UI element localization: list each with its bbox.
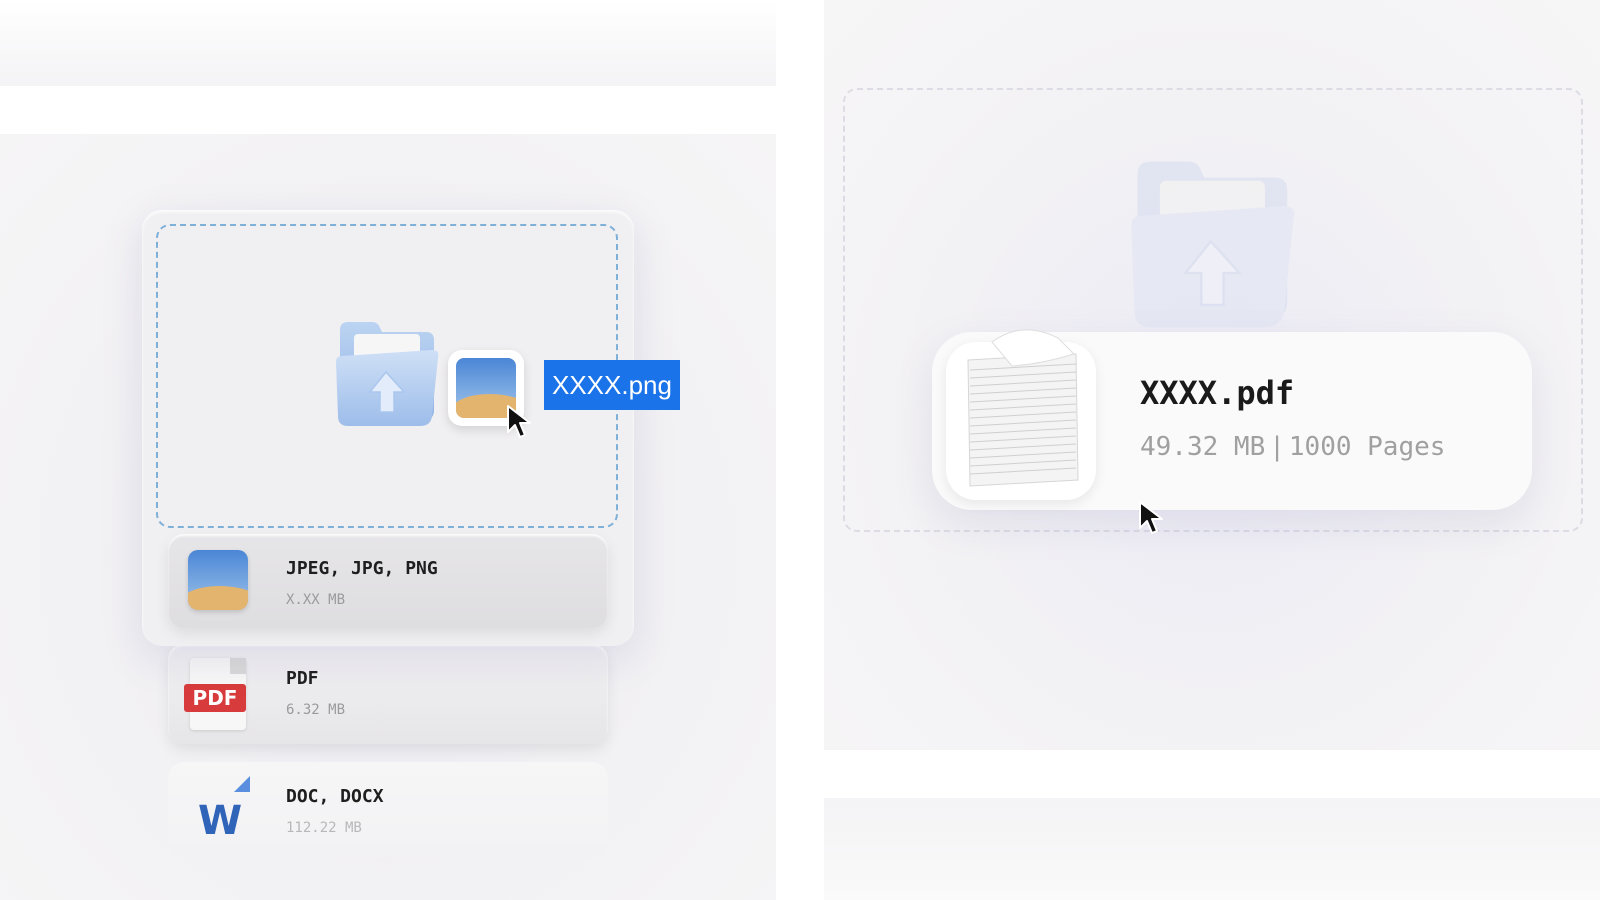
file-size: 6.32 MB [286,702,346,718]
upload-folder-icon [1131,161,1295,328]
page-count: 1000 Pages [1288,432,1446,462]
dragged-filename-label: XXXX.png [544,360,680,410]
bottom-right-panel [824,798,1600,900]
file-type-row-pdf[interactable]: PDF PDF 6.32 MB [168,644,608,744]
paper-stack-icon [967,329,1079,487]
dropzone-ghost [843,88,1583,532]
mouse-cursor-icon [507,405,531,438]
file-size: X.XX MB [286,592,346,608]
file-type-label: PDF [286,668,319,689]
file-type-row-image[interactable]: JPEG, JPG, PNG X.XX MB [168,534,608,628]
file-meta: 49.32 MB|1000 Pages [1140,432,1445,462]
uploaded-file-card[interactable]: XXXX.pdf 49.32 MB|1000 Pages [932,329,1532,510]
file-name: XXXX.pdf [1140,374,1295,412]
meta-separator: | [1269,432,1285,462]
word-icon: W [194,776,254,846]
dragged-image-thumbnail[interactable] [448,350,524,426]
file-size: 49.32 MB [1140,432,1266,462]
pdf-badge: PDF [184,684,246,712]
file-type-row-doc[interactable]: W DOC, DOCX 112.22 MB [168,762,608,858]
upload-panel: PDF PDF 6.32 MB W DOC, DOCX 112.22 MB JP… [0,134,776,900]
mouse-cursor-icon [1139,501,1163,534]
file-type-label: JPEG, JPG, PNG [286,558,438,579]
file-thumbnail [946,329,1096,500]
file-size: 112.22 MB [286,820,362,836]
image-icon [188,550,248,610]
top-left-panel [0,0,776,86]
file-type-label: DOC, DOCX [286,786,384,807]
upload-folder-icon [336,322,439,426]
word-glyph: W [198,798,243,844]
